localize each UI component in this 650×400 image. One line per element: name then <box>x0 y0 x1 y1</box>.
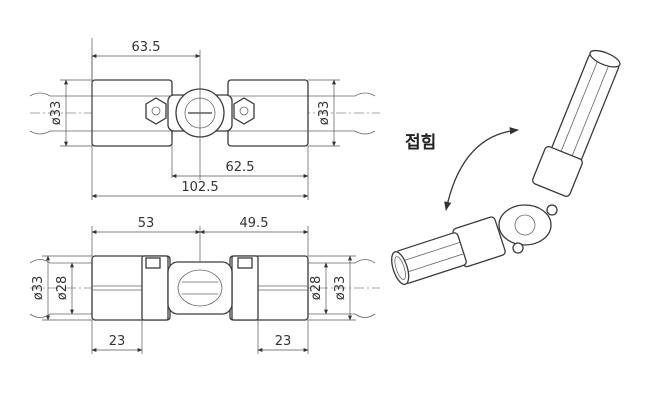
dim-front-right-len: 49.5 <box>240 216 269 231</box>
iso-view: 접힘 <box>391 49 621 286</box>
dim-front-inner-right: ø28 <box>309 276 324 301</box>
dim-top-left-dia: ø33 <box>49 101 64 126</box>
dim-top-right-dia: ø33 <box>317 101 332 126</box>
dim-top-total: 102.5 <box>181 180 218 195</box>
dim-front-sleeve-left: 23 <box>109 334 126 349</box>
dim-top-span: 63.5 <box>132 40 161 55</box>
dim-front-outer-left: ø33 <box>31 276 46 301</box>
top-view: 63.5 62.5 102.5 ø33 ø33 <box>29 38 380 200</box>
dim-front-left-len: 53 <box>138 216 155 231</box>
front-view: 53 49.5 23 23 ø33 ø28 ø28 ø33 <box>29 216 380 354</box>
dim-front-outer-right: ø33 <box>333 276 348 301</box>
dim-front-inner-left: ø28 <box>55 276 70 301</box>
dim-front-sleeve-right: 23 <box>275 334 292 349</box>
dim-top-half: 62.5 <box>226 160 255 175</box>
fold-label: 접힘 <box>405 132 436 153</box>
